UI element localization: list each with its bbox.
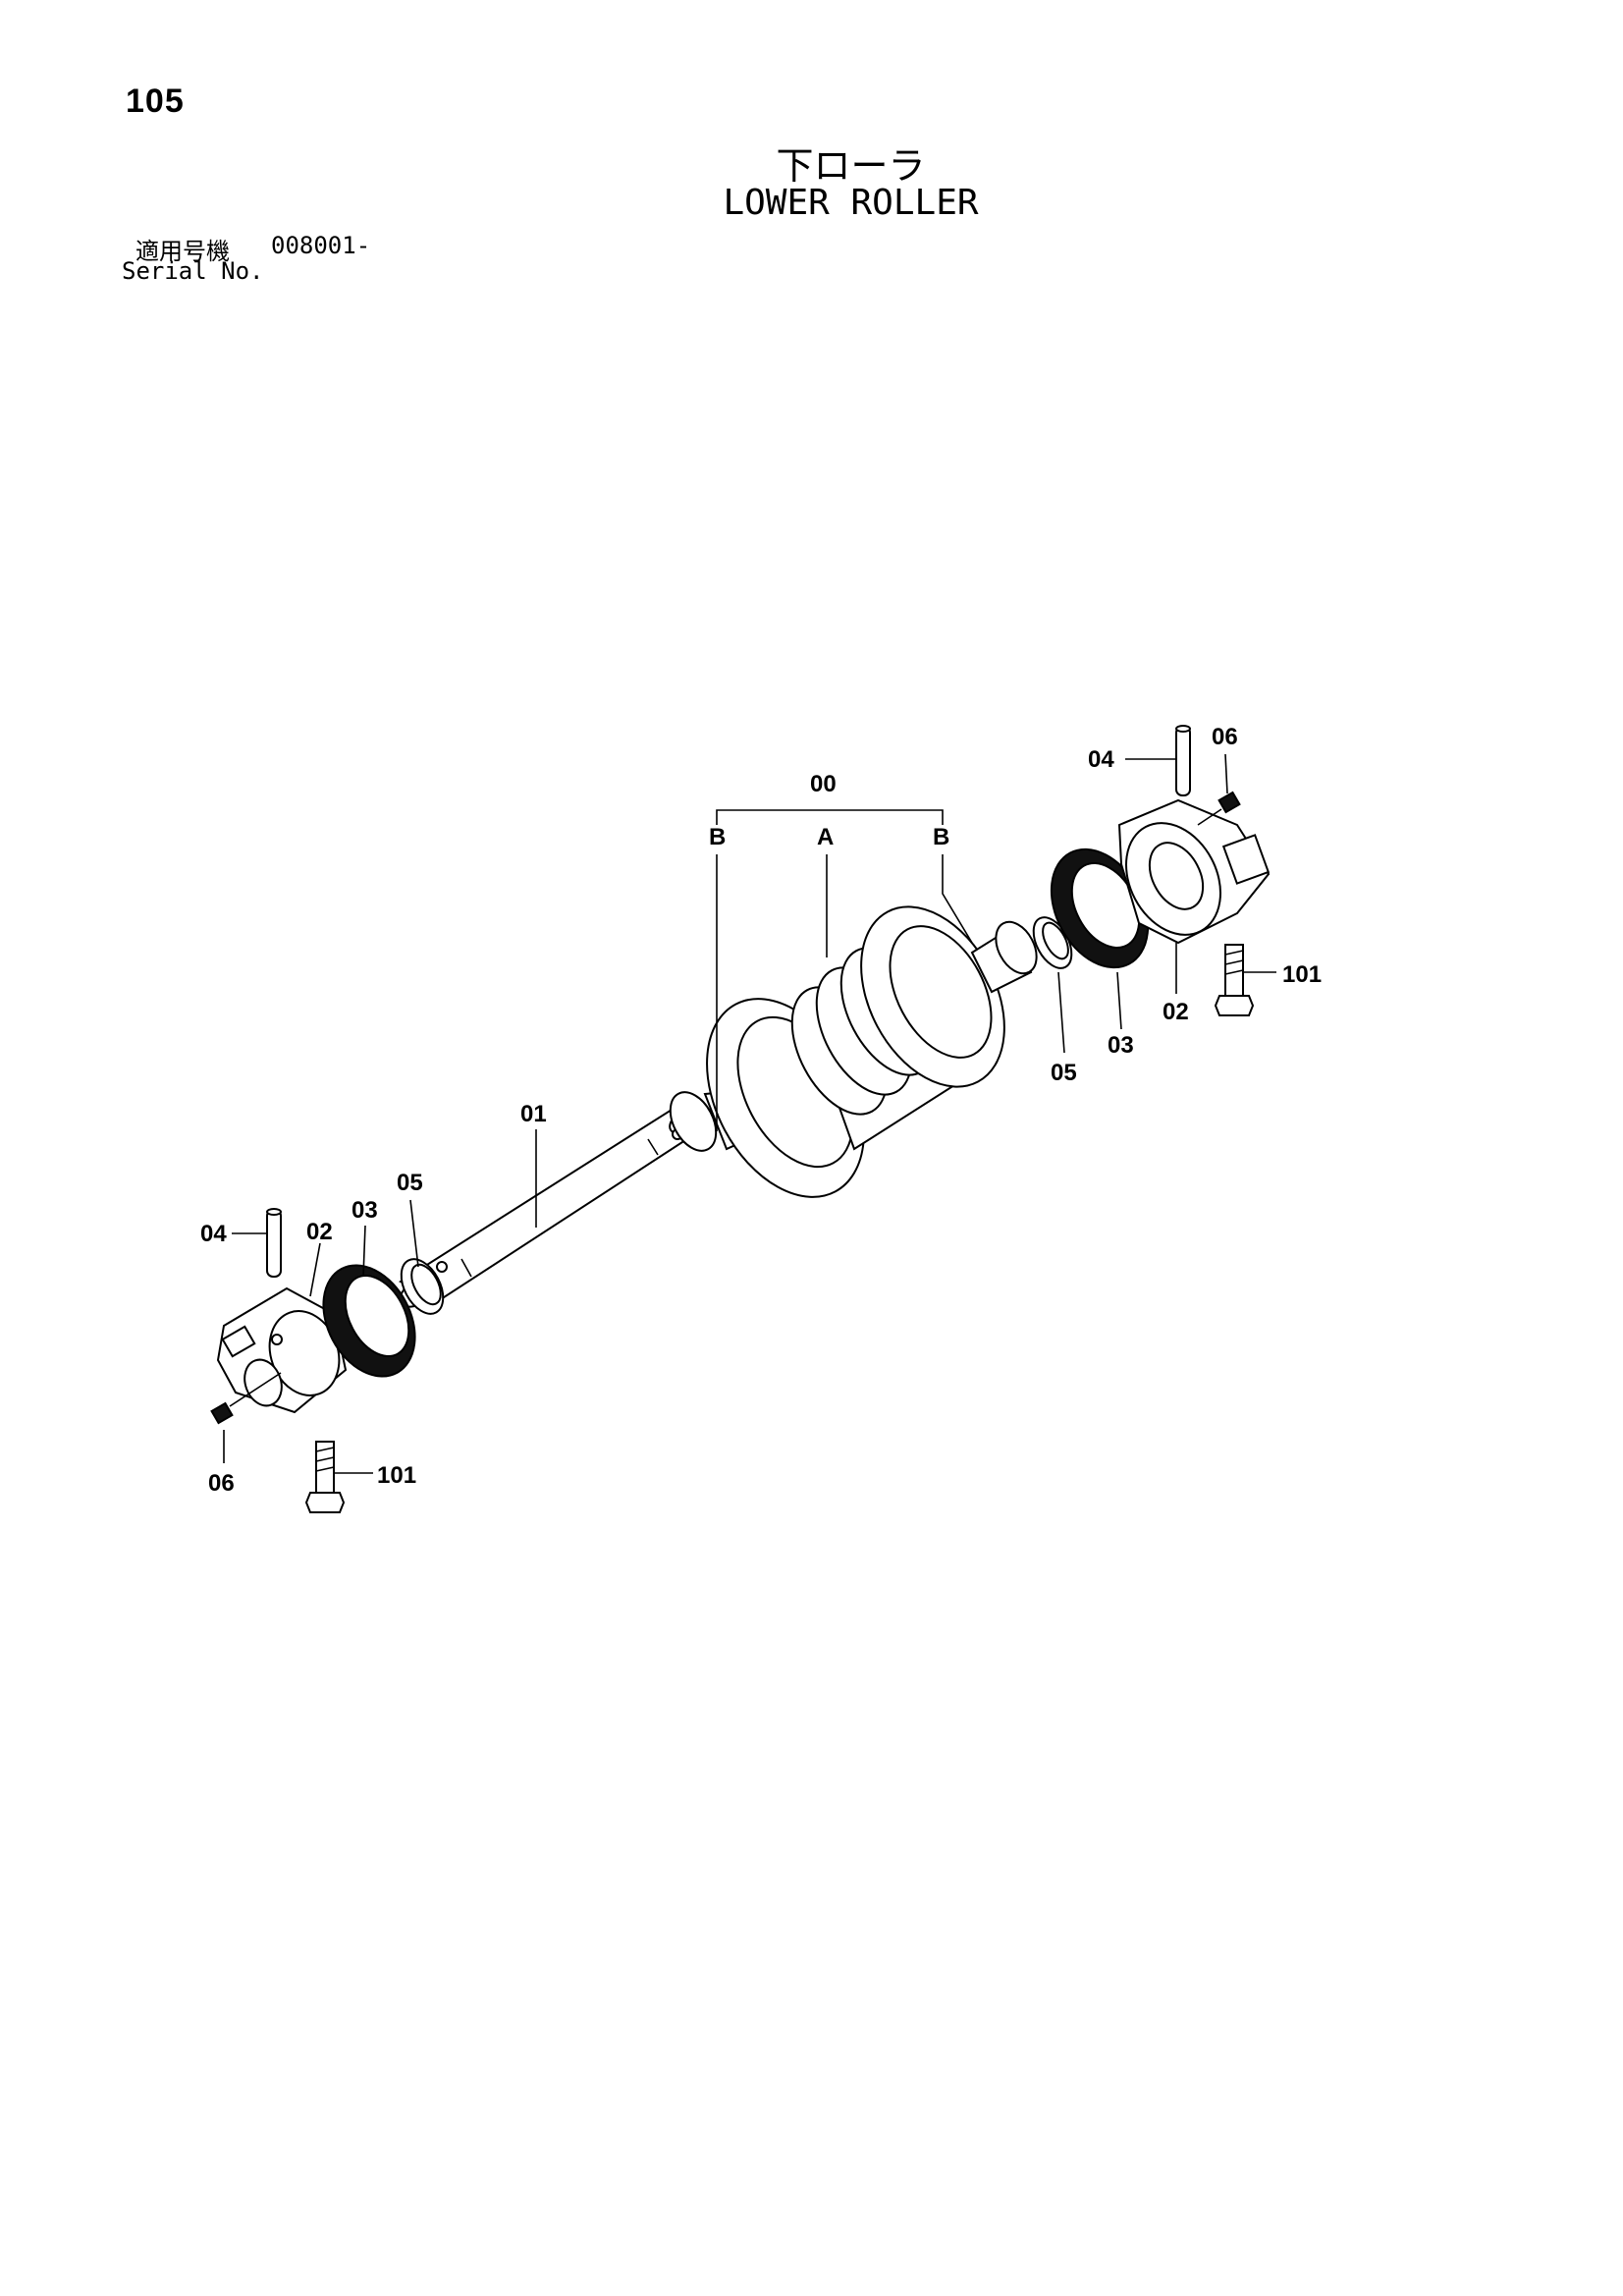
callout-pin-left: 04 bbox=[200, 1221, 227, 1247]
callout-plug-right: 06 bbox=[1212, 724, 1238, 750]
callout-group-b-left: B bbox=[709, 824, 726, 850]
assembly-bracket bbox=[716, 809, 944, 825]
callout-seal-right: 03 bbox=[1108, 1032, 1134, 1059]
leader-seal-right bbox=[1116, 971, 1122, 1030]
callout-oring-right: 05 bbox=[1051, 1060, 1077, 1086]
pin-left bbox=[266, 1208, 282, 1278]
roller-body bbox=[706, 905, 1005, 1198]
callout-oring-left: 05 bbox=[397, 1170, 423, 1196]
serial-label-japanese: 適用号機 bbox=[135, 238, 230, 265]
oring-left bbox=[400, 1258, 445, 1315]
serial-label-english: Serial No. bbox=[122, 257, 264, 285]
bolt-right bbox=[1214, 944, 1255, 1016]
callout-shaft: 01 bbox=[520, 1101, 547, 1127]
callout-plug-left: 06 bbox=[208, 1470, 235, 1497]
bolt-left bbox=[304, 1441, 346, 1513]
callout-bolt-right: 101 bbox=[1282, 961, 1322, 988]
page-number: 105 bbox=[126, 82, 185, 120]
seal-left bbox=[322, 1264, 416, 1378]
callout-collar-left: 02 bbox=[306, 1219, 333, 1245]
collar-right bbox=[1117, 798, 1271, 945]
pin-right bbox=[1175, 725, 1191, 796]
leader-collar-left bbox=[309, 1242, 321, 1297]
leader-oring-right bbox=[1057, 971, 1065, 1054]
callout-assembly: 00 bbox=[810, 771, 837, 797]
serial-value: 008001- bbox=[271, 232, 371, 259]
leader-seal-left bbox=[362, 1225, 366, 1278]
callout-group-b-right: B bbox=[933, 824, 949, 850]
callout-bolt-left: 101 bbox=[377, 1462, 416, 1489]
plug-left bbox=[210, 1372, 282, 1425]
leader-oring-left bbox=[409, 1199, 419, 1268]
leader-b-right bbox=[942, 854, 973, 944]
seal-right bbox=[1050, 847, 1150, 969]
leader-plug-right bbox=[1224, 753, 1228, 794]
title-japanese: 下ローラ bbox=[776, 144, 926, 188]
title-english: LOWER ROLLER bbox=[723, 183, 979, 223]
callout-group-a: A bbox=[817, 824, 834, 850]
plug-right bbox=[1197, 791, 1241, 826]
bushing-right bbox=[970, 920, 1038, 994]
callout-collar-right: 02 bbox=[1163, 999, 1189, 1025]
callout-pin-right: 04 bbox=[1088, 746, 1114, 773]
callout-seal-left: 03 bbox=[352, 1197, 378, 1224]
collar-left bbox=[216, 1286, 348, 1414]
shaft bbox=[399, 1104, 706, 1308]
